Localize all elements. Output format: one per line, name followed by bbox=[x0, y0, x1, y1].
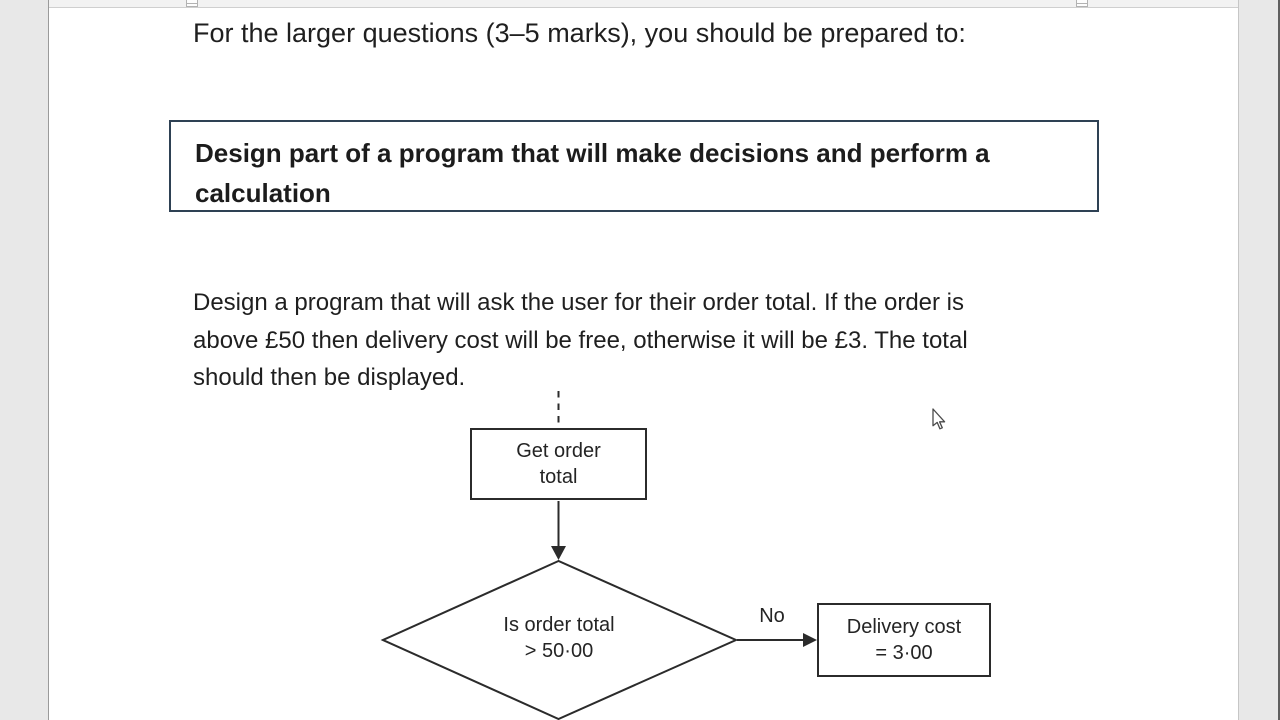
heading-line-2: calculation bbox=[195, 178, 331, 208]
column-marker-icon[interactable] bbox=[186, 0, 198, 7]
process-box-line-2: total bbox=[539, 466, 578, 488]
paragraph-line-2: above £50 then delivery cost will be fre… bbox=[193, 326, 968, 354]
page-left-margin bbox=[0, 0, 49, 720]
arrow-right-head-icon bbox=[803, 633, 817, 647]
result-box-line-1: Delivery cost bbox=[846, 616, 962, 638]
column-marker-line bbox=[1077, 3, 1087, 4]
column-marker-icon[interactable] bbox=[1076, 0, 1088, 7]
heading-line-1: Design part of a program that will make … bbox=[195, 138, 990, 168]
flowchart-result-box: Delivery cost = 3·00 bbox=[817, 603, 991, 677]
arrow-pointer-icon bbox=[932, 408, 946, 430]
flowchart-decision-label: Is order total > 50·00 bbox=[458, 612, 660, 664]
paragraph-line-3: should then be displayed. bbox=[193, 364, 466, 391]
paragraph-line-1: Design a program that will ask the user … bbox=[193, 289, 965, 316]
flowchart-process-box: Get order total bbox=[470, 428, 647, 500]
arrow-down-head-icon bbox=[551, 546, 566, 560]
decision-line-2: > 50·00 bbox=[524, 640, 594, 662]
flowchart-no-label: No bbox=[759, 605, 785, 627]
process-box-line-1: Get order bbox=[516, 440, 601, 462]
intro-text: For the larger questions (3–5 marks), yo… bbox=[193, 18, 966, 48]
result-box-line-2: = 3·00 bbox=[875, 642, 933, 664]
heading-box: Design part of a program that will make … bbox=[169, 120, 1099, 212]
body-paragraph: Design a program that will ask the user … bbox=[193, 284, 968, 397]
ruler-strip bbox=[49, 0, 1238, 8]
page-right-margin bbox=[1238, 0, 1280, 720]
column-marker-line bbox=[187, 3, 197, 4]
window-right-edge bbox=[1278, 0, 1280, 720]
decision-line-1: Is order total bbox=[503, 614, 615, 636]
